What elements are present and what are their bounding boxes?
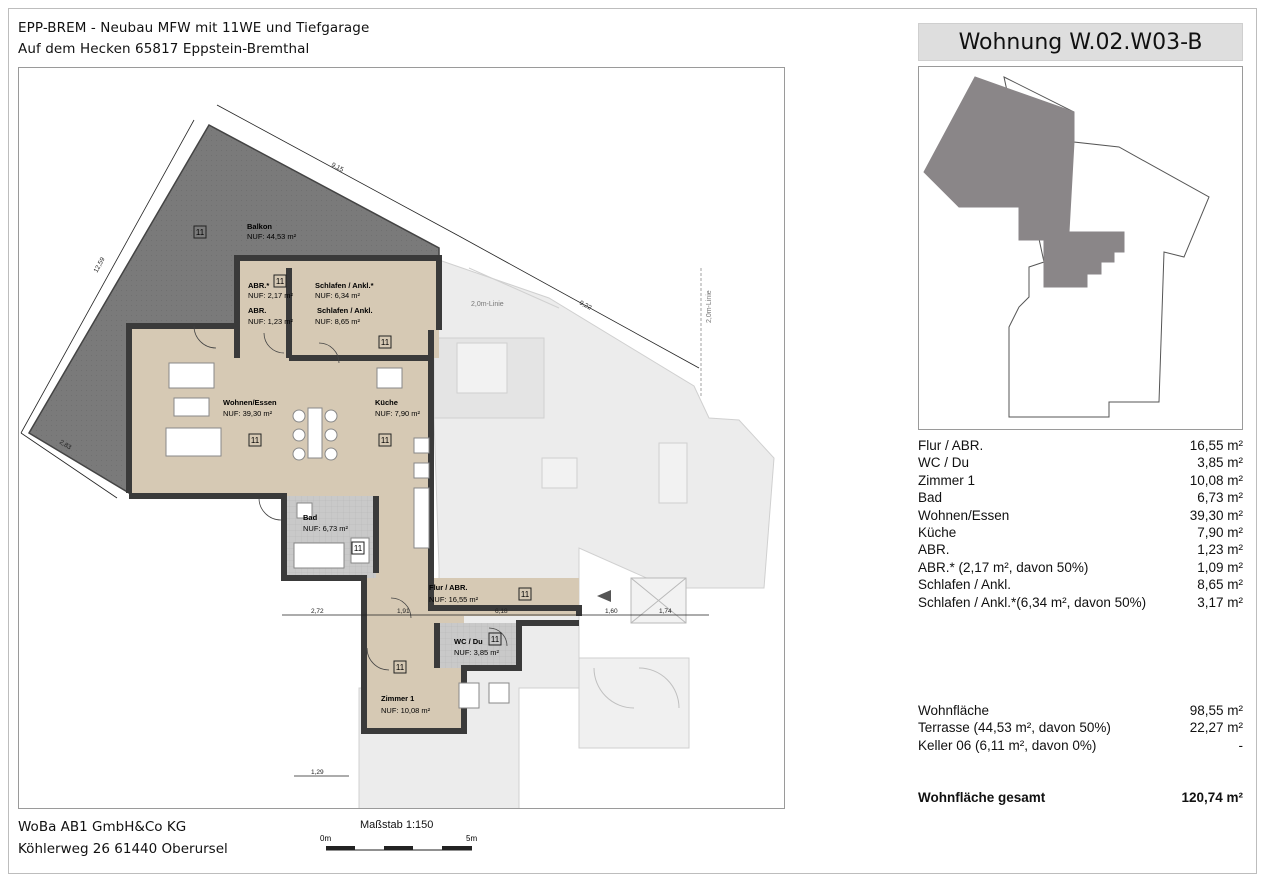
svg-text:Bad: Bad (303, 513, 318, 522)
svg-text:NUF: 1,23 m²: NUF: 1,23 m² (248, 317, 294, 326)
svg-text:2,72: 2,72 (311, 608, 324, 615)
svg-text:0m: 0m (320, 834, 331, 843)
svg-text:ABR.: ABR. (248, 306, 266, 315)
svg-text:NUF: 16,55 m²: NUF: 16,55 m² (429, 595, 479, 604)
svg-text:NUF: 44,53 m²: NUF: 44,53 m² (247, 232, 297, 241)
svg-text:1,29: 1,29 (311, 769, 324, 776)
total-row: Wohnfläche gesamt 120,74 m² (918, 790, 1243, 805)
summary-row: Terrasse (44,53 m², davon 50%)22,27 m² (918, 720, 1243, 736)
svg-text:NUF: 7,90 m²: NUF: 7,90 m² (375, 409, 421, 418)
unit-highlight (923, 76, 1125, 288)
svg-text:1,91: 1,91 (397, 608, 410, 615)
svg-text:NUF: 10,08 m²: NUF: 10,08 m² (381, 706, 431, 715)
svg-text:Wohnen/Essen: Wohnen/Essen (223, 398, 277, 407)
svg-text:11: 11 (354, 544, 363, 553)
entrance-arrow (597, 590, 611, 602)
svg-text:12,59: 12,59 (93, 256, 107, 274)
walls (126, 255, 582, 734)
key-plan-drawing (923, 76, 1210, 418)
project-title: EPP-BREM - Neubau MFW mit 11WE und Tiefg… (18, 20, 370, 36)
total-value: 120,74 m² (1181, 790, 1243, 805)
summary-row: Keller 06 (6,11 m², davon 0%)- (918, 737, 1243, 753)
svg-text:ABR.*: ABR.* (248, 281, 269, 290)
svg-text:2,0m-Linie: 2,0m-Linie (471, 301, 504, 308)
svg-text:11: 11 (276, 277, 285, 286)
floor-plan-drawing: 11 11 11 11 11 11 11 11 11 Balkon NUF: 4… (20, 104, 775, 808)
svg-text:NUF: 8,65 m²: NUF: 8,65 m² (315, 317, 361, 326)
svg-text:2,0m-Linie: 2,0m-Linie (706, 290, 713, 323)
svg-text:Balkon: Balkon (247, 222, 272, 231)
room-tags: 11 11 11 11 11 11 11 11 11 (193, 225, 532, 674)
svg-text:9,22: 9,22 (578, 300, 593, 312)
area-row: ABR.1,23 m² (918, 542, 1243, 558)
svg-text:Schlafen / Ankl.*: Schlafen / Ankl.* (315, 281, 374, 290)
svg-text:Flur / ABR.: Flur / ABR. (429, 583, 467, 592)
svg-text:Schlafen / Ankl.: Schlafen / Ankl. (317, 306, 373, 315)
svg-text:NUF: 39,30 m²: NUF: 39,30 m² (223, 409, 273, 418)
owner-address: Köhlerweg 26 61440 Oberursel (18, 841, 228, 857)
floor-plan: 11 11 11 11 11 11 11 11 11 Balkon NUF: 4… (18, 67, 785, 809)
svg-text:Küche: Küche (375, 398, 398, 407)
svg-text:NUF: 6,34 m²: NUF: 6,34 m² (315, 291, 361, 300)
svg-text:NUF: 2,17 m²: NUF: 2,17 m² (248, 291, 294, 300)
area-row: Schlafen / Ankl.*(6,34 m², davon 50%)3,1… (918, 594, 1243, 610)
svg-text:6,18: 6,18 (495, 608, 508, 615)
svg-text:11: 11 (491, 635, 500, 644)
area-row: ABR.* (2,17 m², davon 50%)1,09 m² (918, 559, 1243, 575)
svg-text:1,60: 1,60 (605, 608, 618, 615)
svg-text:9,15: 9,15 (330, 162, 345, 174)
furniture (165, 362, 510, 709)
svg-text:Zimmer 1: Zimmer 1 (381, 694, 414, 703)
svg-text:11: 11 (381, 338, 390, 347)
scale-label: Maßstab 1:150 (360, 819, 434, 831)
svg-text:11: 11 (196, 228, 205, 237)
key-plan (918, 66, 1243, 430)
svg-text:11: 11 (251, 436, 260, 445)
project-address: Auf dem Hecken 65817 Eppstein-Bremthal (18, 41, 310, 57)
area-row: Schlafen / Ankl.8,65 m² (918, 577, 1243, 593)
room-labels: Balkon NUF: 44,53 m² ABR.* NUF: 2,17 m² … (223, 222, 500, 715)
owner-name: WoBa AB1 GmbH&Co KG (18, 819, 187, 835)
svg-text:11: 11 (396, 663, 405, 672)
svg-text:11: 11 (381, 436, 390, 445)
dimension-lines (20, 104, 709, 777)
svg-text:5m: 5m (466, 834, 477, 843)
svg-text:11: 11 (521, 590, 530, 599)
svg-text:NUF: 3,85 m²: NUF: 3,85 m² (454, 648, 500, 657)
svg-text:1,74: 1,74 (659, 608, 672, 615)
unit-title: Wohnung W.02.W03-B (918, 23, 1243, 61)
total-label: Wohnfläche gesamt (918, 790, 1046, 805)
scale-bar: 0m 5m (320, 834, 477, 851)
area-row: Flur / ABR.16,55 m² (918, 438, 1243, 453)
svg-text:WC / Du: WC / Du (454, 637, 483, 646)
sheet-frame (8, 8, 1257, 874)
svg-text:NUF: 6,73 m²: NUF: 6,73 m² (303, 524, 349, 533)
